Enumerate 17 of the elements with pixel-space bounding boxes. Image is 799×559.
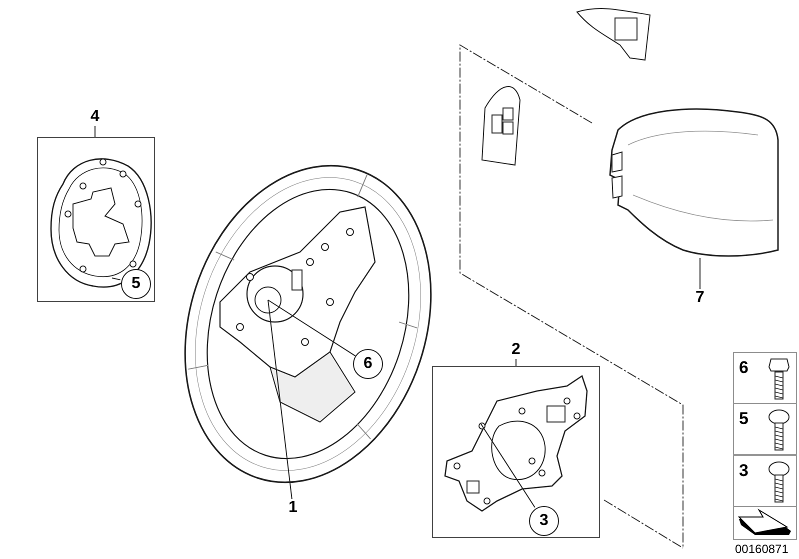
frame-box (37, 137, 155, 302)
leader-line (94, 126, 96, 138)
part-number: 3 (739, 462, 748, 479)
leader-line (112, 278, 121, 280)
part-number: 6 (739, 359, 748, 376)
callout-number: 7 (691, 289, 709, 307)
leader-line (268, 300, 356, 356)
callout-number: 1 (284, 499, 302, 517)
parts-cell (733, 403, 797, 455)
leader-line (268, 300, 292, 500)
callout-number: 5 (121, 269, 151, 299)
part-number: 5 (739, 410, 748, 427)
callout-number: 3 (529, 506, 559, 536)
parts-cell (733, 352, 797, 404)
callout-number: 4 (86, 108, 104, 126)
image-number: 00160871 (735, 542, 788, 556)
callout-number: 2 (507, 341, 525, 359)
